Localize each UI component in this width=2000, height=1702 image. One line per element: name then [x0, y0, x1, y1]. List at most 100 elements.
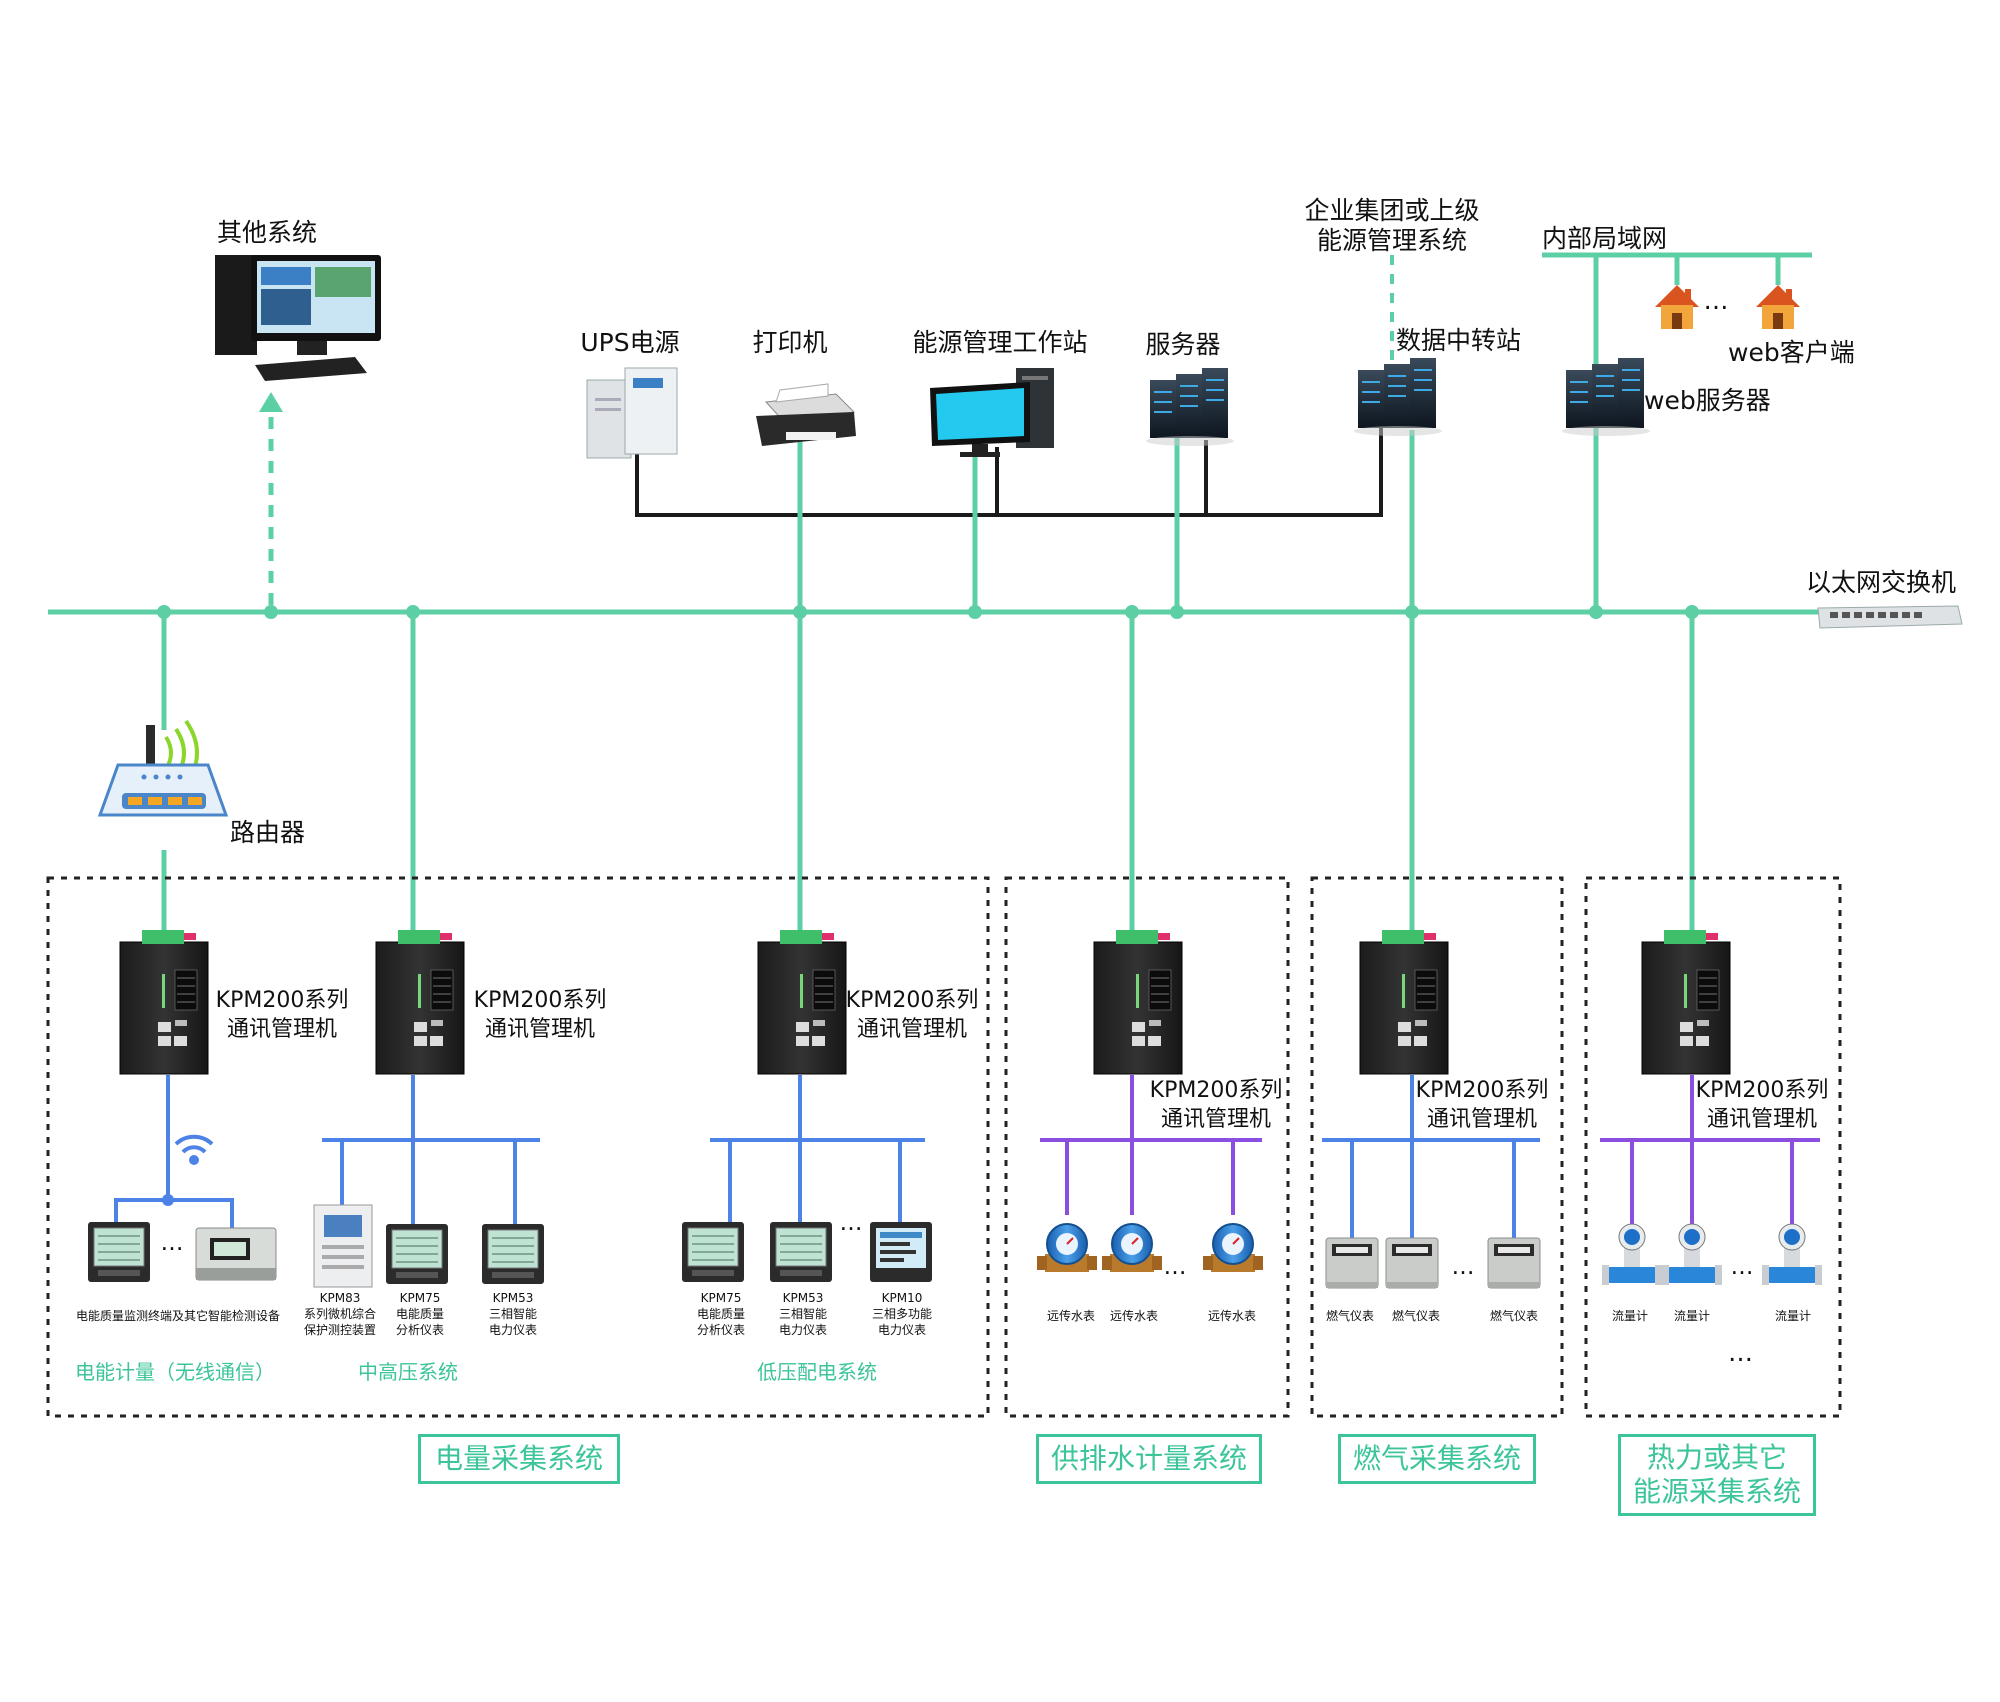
gas-field-bus	[1322, 1075, 1540, 1238]
flow-meter-icon-1	[1601, 1223, 1663, 1286]
switch-label: 以太网交换机	[1806, 568, 1957, 597]
workstation-icon	[930, 368, 1054, 457]
flow-meter-label-1: 流量计	[1611, 1309, 1649, 1323]
water-meter-icon-1	[1036, 1223, 1098, 1273]
ellipsis-gas: …	[1451, 1254, 1475, 1280]
gas-meter-icon-3	[1487, 1237, 1541, 1289]
ellipsis-wireless: …	[160, 1230, 184, 1256]
gas-system-title: 燃气采集系统	[1338, 1434, 1536, 1484]
gas-meter-label-1: 燃气仪表	[1325, 1309, 1375, 1323]
gas-meter-icon-1	[1325, 1237, 1379, 1289]
kpm-label-water: KPM200系列通讯管理机	[1149, 1078, 1283, 1132]
electric-system-title: 电量采集系统	[418, 1434, 620, 1484]
ellipsis-lv: …	[839, 1210, 863, 1236]
printer-label: 打印机	[752, 328, 828, 357]
kpm-uplinks	[410, 612, 1695, 935]
kpm-label-heat: KPM200系列通讯管理机	[1695, 1078, 1829, 1132]
water-system-title: 供排水计量系统	[1036, 1434, 1262, 1484]
kpm-label-lv: KPM200系列通讯管理机	[845, 988, 979, 1042]
water-meter-label-3: 远传水表	[1207, 1309, 1257, 1323]
enterprise-label-line2: 能源管理系统	[1316, 226, 1468, 255]
ellipsis-water: …	[1163, 1254, 1187, 1280]
router-icon	[97, 719, 229, 817]
other-system-label: 其他系统	[216, 218, 318, 247]
up-arrow-icon	[259, 392, 283, 412]
kpm83-device-icon	[313, 1204, 373, 1288]
printer-icon	[756, 383, 856, 446]
kpm-device-wireless	[119, 929, 209, 1075]
power-quality-terminal-label: 电能质量监测终端及其它智能检测设备	[75, 1309, 281, 1323]
kpm-device-mv	[375, 929, 465, 1075]
kpm75-meter-icon-2	[681, 1221, 745, 1283]
data-relay-label: 数据中转站	[1396, 326, 1522, 355]
desktop-computer-icon	[215, 255, 381, 381]
kpm10-meter-icon	[870, 1222, 932, 1282]
kpm-device-heat	[1641, 929, 1731, 1075]
web-client-house-icon-2	[1756, 285, 1800, 329]
kpm-label-gas: KPM200系列通讯管理机	[1415, 1078, 1549, 1132]
ethernet-switch-icon	[1817, 605, 1963, 629]
ups-icon	[586, 367, 678, 459]
flow-meter-label-2: 流量计	[1673, 1309, 1711, 1323]
router-label: 路由器	[230, 818, 306, 847]
flow-meter-icon-3	[1761, 1223, 1823, 1286]
heat-system-title: 热力或其它能源采集系统	[1618, 1434, 1816, 1516]
water-system-box	[1004, 876, 1290, 1418]
system-boxes	[46, 876, 1842, 1418]
heat-system-box	[1584, 876, 1842, 1418]
mv-field-bus	[322, 1075, 540, 1230]
lv-field-bus	[710, 1075, 925, 1225]
kpm53-meter-icon-2	[769, 1221, 833, 1283]
workstation-label: 能源管理工作站	[912, 328, 1088, 357]
gas-meter-icon-2	[1385, 1237, 1439, 1289]
mv-subsystem-label: 中高压系统	[358, 1360, 458, 1384]
heat-field-bus	[1600, 1075, 1820, 1230]
water-meter-icon-3	[1202, 1223, 1264, 1273]
web-server-icon	[1561, 357, 1651, 437]
wireless-junction	[162, 1194, 174, 1206]
kpm-device-water	[1093, 929, 1183, 1075]
ellipsis-heat: …	[1730, 1254, 1754, 1280]
enterprise-label-line1: 企业集团或上级	[1304, 196, 1480, 225]
water-meter-icon-2	[1101, 1223, 1163, 1273]
water-field-bus	[1040, 1075, 1262, 1215]
water-meter-label-1: 远传水表	[1046, 1309, 1096, 1323]
data-relay-server-icon	[1353, 357, 1443, 437]
flow-meter-icon-2	[1661, 1223, 1723, 1286]
wifi-icon	[174, 1134, 214, 1165]
web-client-house-icon	[1655, 285, 1699, 329]
web-server-label: web服务器	[1644, 386, 1771, 415]
kpm-device-lv	[757, 929, 847, 1075]
wireless-field-bus	[114, 1075, 234, 1230]
kpm75-meter-icon	[385, 1223, 449, 1285]
smart-detector-icon	[195, 1227, 277, 1281]
flow-meter-label-3: 流量计	[1774, 1309, 1812, 1323]
electric-system-box	[46, 876, 990, 1418]
server-icon	[1145, 367, 1235, 447]
web-client-ellipsis: …	[1703, 286, 1729, 315]
kpm-label-mv: KPM200系列通讯管理机	[473, 988, 607, 1042]
web-client-label: web客户端	[1728, 338, 1855, 367]
kpm-label-wireless: KPM200系列通讯管理机	[215, 988, 349, 1042]
water-meter-label-2: 远传水表	[1109, 1309, 1159, 1323]
power-quality-terminal-icon	[87, 1221, 151, 1283]
kpm53-meter-icon	[481, 1223, 545, 1285]
gas-system-box	[1310, 876, 1564, 1418]
lv-subsystem-label: 低压配电系统	[757, 1360, 877, 1384]
water-ellipsis: …	[1728, 1338, 1753, 1367]
server-label: 服务器	[1145, 330, 1221, 359]
kpm-device-gas	[1359, 929, 1449, 1075]
gas-meter-label-3: 燃气仪表	[1489, 1309, 1539, 1323]
intranet-label: 内部局域网	[1542, 224, 1668, 253]
ups-label: UPS电源	[580, 328, 680, 357]
wireless-subsystem-label: 电能计量（无线通信）	[75, 1360, 275, 1384]
office-lan-lines	[635, 428, 1383, 517]
gas-meter-label-2: 燃气仪表	[1391, 1309, 1441, 1323]
